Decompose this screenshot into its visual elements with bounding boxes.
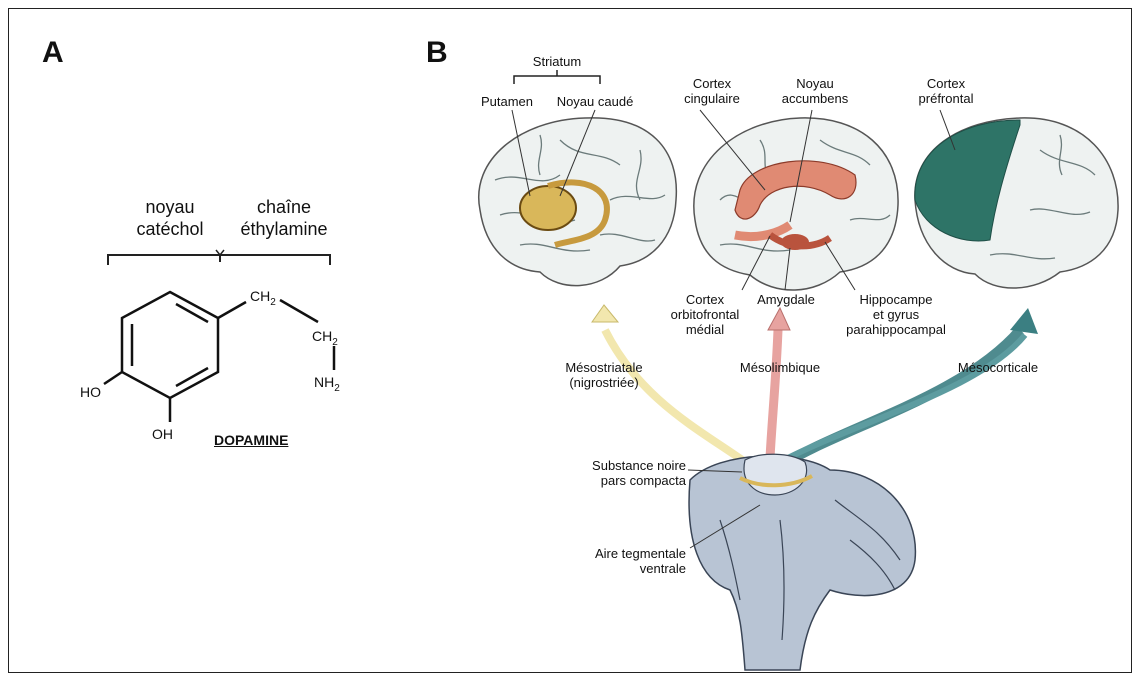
nh2-label: NH2 (314, 374, 340, 394)
mesostriatal-arrowhead (592, 305, 618, 322)
ho-bond (104, 372, 122, 384)
cingulaire-line2: cingulaire (672, 91, 752, 106)
orbitofrontal-line2: orbitofrontal (660, 307, 750, 322)
label-putamen: Putamen (467, 94, 547, 109)
dopamine-title: DOPAMINE (214, 432, 288, 448)
chain-bond (218, 302, 246, 318)
prefrontal-line2: préfrontal (906, 91, 986, 106)
ch2-mid-sub: 2 (332, 337, 338, 348)
panel-a-letter: A (42, 36, 64, 70)
nh2-text: NH (314, 374, 334, 390)
ch2-mid-text: CH (312, 328, 332, 344)
label-noyau-accumbens: Noyau accumbens (770, 76, 860, 106)
mesolimbic-arrowhead (768, 308, 790, 330)
putamen-shape (520, 186, 576, 230)
nh2-sub: 2 (334, 383, 340, 394)
hippocampe-line1: Hippocampe (836, 292, 956, 307)
label-mesostriatale: Mésostriatale (nigrostriée) (556, 360, 652, 390)
brain-striatum (479, 110, 677, 286)
label-aire-tegmentale: Aire tegmentale ventrale (560, 546, 686, 576)
mesostriatal-pathway (605, 330, 745, 462)
orbitofrontal-line3: médial (660, 322, 750, 337)
label-amygdale: Amygdale (750, 292, 822, 307)
ch2-top-text: CH (250, 288, 270, 304)
hippocampe-line2: et gyrus (836, 307, 956, 322)
striatum-bracket (514, 76, 600, 84)
brain-prefrontal (915, 110, 1118, 288)
cingulaire-line1: Cortex (672, 76, 752, 91)
ch2-mid-label: CH2 (312, 328, 338, 348)
benzene-ring (122, 292, 218, 398)
brace-label-ethylamine: chaîne éthylamine (228, 196, 340, 240)
label-hippocampe: Hippocampe et gyrus parahippocampal (836, 292, 956, 337)
ch2-top-sub: 2 (270, 297, 276, 308)
chain-bond (280, 300, 318, 322)
mesostriatale-line1: Mésostriatale (556, 360, 652, 375)
substance-noire-line2: pars compacta (560, 473, 686, 488)
aire-tegmentale-line2: ventrale (560, 561, 686, 576)
accumbens-line1: Noyau (770, 76, 860, 91)
label-noyau-caude: Noyau caudé (552, 94, 638, 109)
brace-label-catechol: noyau catéchol (120, 196, 220, 240)
label-striatum: Striatum (525, 54, 589, 69)
ho-label: HO (80, 384, 101, 400)
label-cortex-cingulaire: Cortex cingulaire (672, 76, 752, 106)
ethylamine-line2: éthylamine (228, 218, 340, 240)
label-mesolimbique: Mésolimbique (730, 360, 830, 375)
ring-double-bond (176, 304, 208, 322)
hippocampe-line3: parahippocampal (836, 322, 956, 337)
brainstem (688, 454, 915, 670)
catechol-line1: noyau (120, 196, 220, 218)
accumbens-line2: accumbens (770, 91, 860, 106)
aire-tegmentale-line1: Aire tegmentale (560, 546, 686, 561)
orbitofrontal-line1: Cortex (660, 292, 750, 307)
label-mesocorticale: Mésocorticale (950, 360, 1046, 375)
substance-noire-line1: Substance noire (560, 458, 686, 473)
panel-b-letter: B (426, 36, 448, 70)
ethylamine-line1: chaîne (228, 196, 340, 218)
prefrontal-line1: Cortex (906, 76, 986, 91)
label-cortex-orbitofrontal: Cortex orbitofrontal médial (660, 292, 750, 337)
oh-label: OH (152, 426, 173, 442)
brain-limbic (694, 110, 898, 290)
mesocortical-arrowhead (1010, 308, 1038, 334)
mesolimbic-pathway (770, 330, 778, 458)
ch2-top-label: CH2 (250, 288, 276, 308)
ring-double-bond (176, 368, 208, 386)
label-substance-noire: Substance noire pars compacta (560, 458, 686, 488)
catechol-line2: catéchol (120, 218, 220, 240)
label-cortex-prefrontal: Cortex préfrontal (906, 76, 986, 106)
mesostriatale-line2: (nigrostriée) (556, 375, 652, 390)
